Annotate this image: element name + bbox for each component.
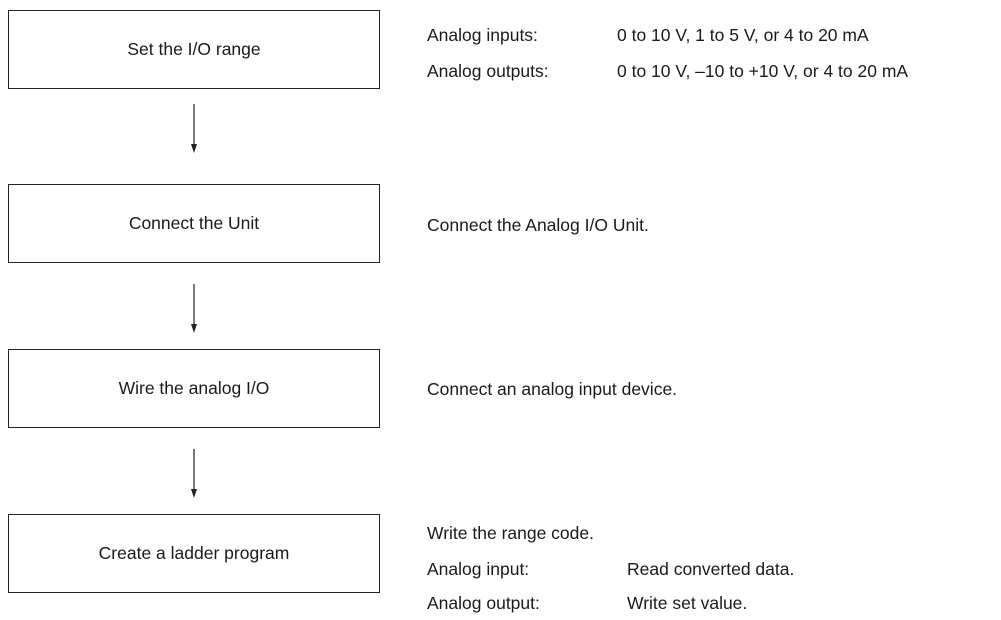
flow-arrow-3 [187, 449, 201, 499]
desc-value: 0 to 10 V, –10 to +10 V, or 4 to 20 mA [617, 61, 909, 81]
step-box-create-ladder-program: Create a ladder program [8, 514, 380, 593]
desc-label: Analog input: [427, 559, 530, 579]
desc-text: Connect an analog input device. [427, 379, 678, 399]
step-label: Create a ladder program [98, 543, 290, 563]
desc-label: Analog outputs: [427, 61, 549, 81]
desc-text: Write the range code. [427, 523, 594, 543]
flow-arrow-1 [187, 104, 201, 154]
desc-text: Connect the Analog I/O Unit. [427, 215, 649, 235]
step-box-set-io-range: Set the I/O range [8, 10, 380, 89]
step-label: Connect the Unit [128, 213, 260, 233]
desc-line-analog-outputs: Analog outputs: 0 to 10 V, –10 to +10 V,… [427, 61, 908, 81]
desc-label: Analog inputs: [427, 25, 538, 45]
step-box-wire-analog-io: Wire the analog I/O [8, 349, 380, 428]
flow-arrow-2 [187, 284, 201, 334]
desc-line-write-range-code: Write the range code. [427, 523, 594, 543]
desc-line-analog-input: Analog input: Read converted data. [427, 559, 794, 579]
desc-value: 0 to 10 V, 1 to 5 V, or 4 to 20 mA [617, 25, 869, 45]
desc-line-connect-unit: Connect the Analog I/O Unit. [427, 215, 649, 235]
desc-line-connect-device: Connect an analog input device. [427, 379, 677, 399]
desc-line-analog-output: Analog output: Write set value. [427, 593, 747, 613]
step-box-connect-unit: Connect the Unit [8, 184, 380, 263]
step-label: Wire the analog I/O [118, 378, 270, 398]
desc-label: Analog output: [427, 593, 540, 613]
desc-value: Write set value. [627, 593, 748, 613]
step-label: Set the I/O range [127, 39, 261, 59]
desc-value: Read converted data. [627, 559, 795, 579]
desc-line-analog-inputs: Analog inputs: 0 to 10 V, 1 to 5 V, or 4… [427, 25, 869, 45]
